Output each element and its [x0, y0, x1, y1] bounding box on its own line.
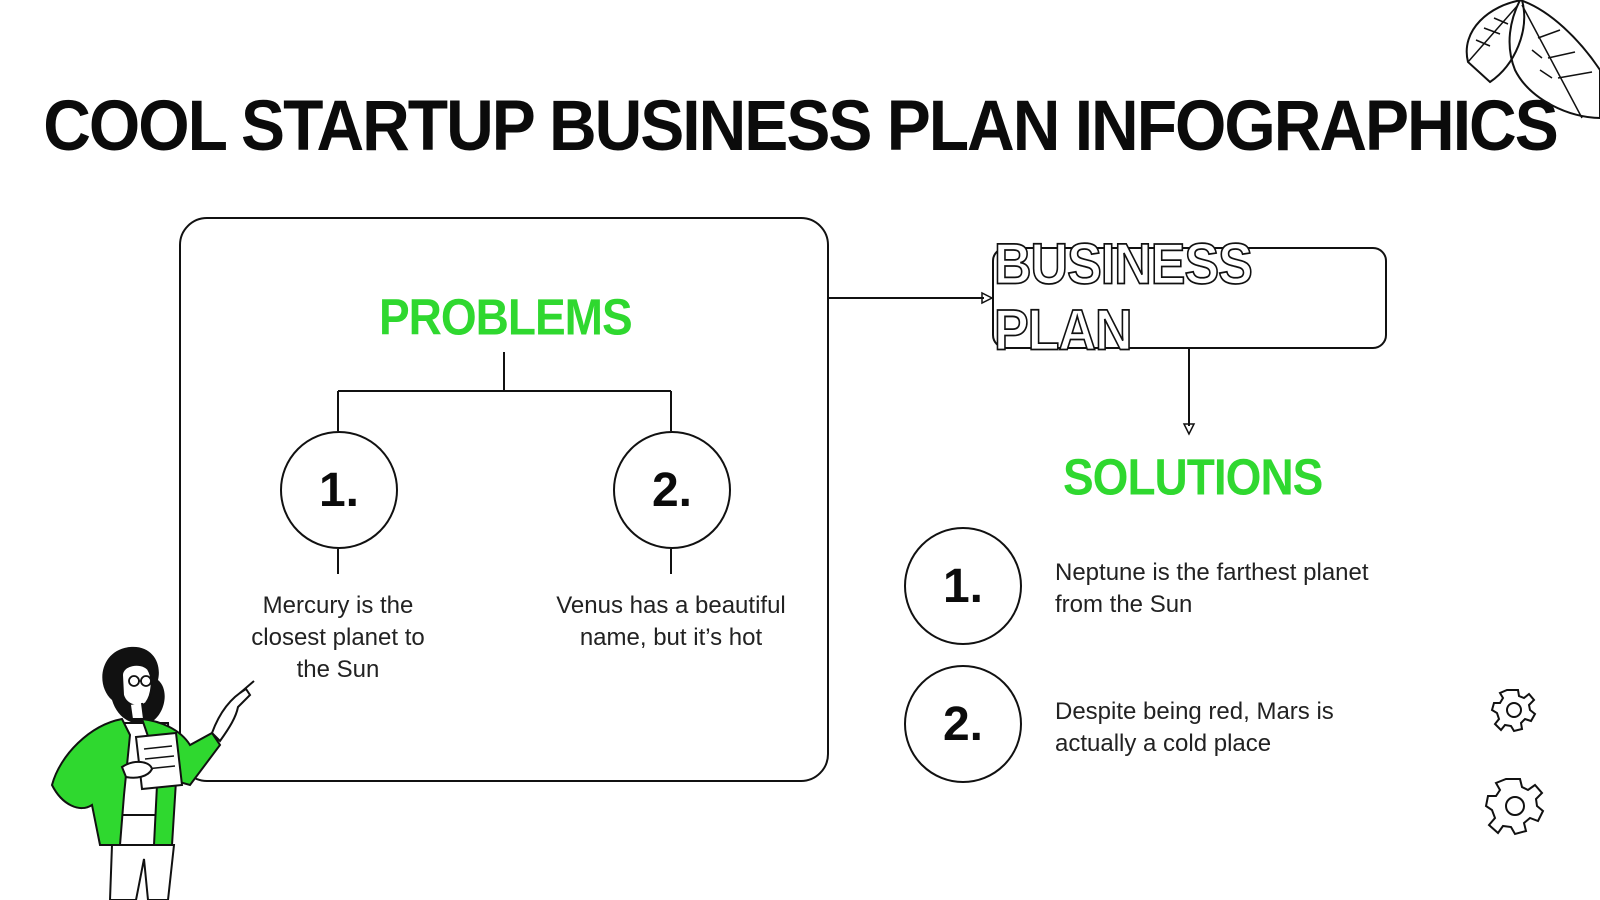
- solutions-heading: SOLUTIONS: [1063, 448, 1323, 506]
- business-plan-label: BUSINESS PLAN: [993, 232, 1253, 364]
- slide-title: COOL STARTUP BUSINESS PLAN INFOGRAPHICS: [43, 85, 1558, 165]
- leaves-icon: [1465, 0, 1600, 120]
- solution-1-text: Neptune is the farthest planet from the …: [1055, 559, 1369, 618]
- problems-heading: PROBLEMS: [379, 288, 633, 346]
- woman-presenter-illustration: [50, 646, 255, 900]
- solution-2-text: Despite being red, Mars is actually a co…: [1055, 698, 1334, 757]
- gear-icon: [1484, 778, 1545, 836]
- arrow-icon: [1182, 423, 1196, 436]
- solution-2-number: 2.: [904, 665, 1022, 783]
- solution-1-number: 1.: [904, 527, 1022, 645]
- problem-2-text: Venus has a beautiful name, but it’s hot: [556, 592, 786, 651]
- gear-icon: [1490, 689, 1537, 733]
- arrow-icon: [981, 291, 994, 305]
- business-plan-box: BUSINESS PLAN: [992, 232, 1387, 364]
- problem-1-number: 1.: [280, 431, 398, 549]
- problem-1-text: Mercury is the closest planet to the Sun: [251, 592, 425, 683]
- problem-2-number: 2.: [613, 431, 731, 549]
- problems-frame: [179, 217, 829, 782]
